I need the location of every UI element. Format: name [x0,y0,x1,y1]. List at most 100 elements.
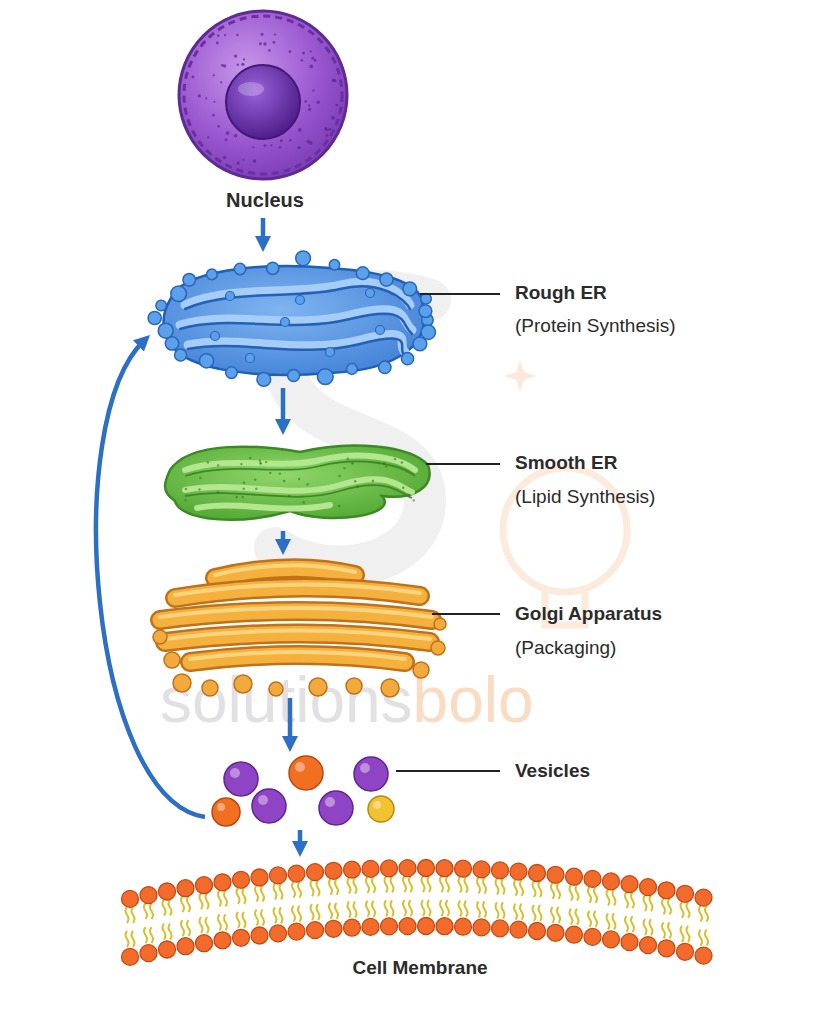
lipid-tail [144,903,147,919]
lipid-tail [274,907,277,923]
flow-arrow [281,388,286,427]
ribosome [183,274,196,287]
cisterna-highlight [190,652,405,659]
chromatin-dot [316,101,320,105]
lipid-tail [144,927,147,943]
node-sublabel: (Lipid Synthesis) [515,485,655,509]
er-dot [249,457,251,459]
er-dot [217,491,219,493]
golgi-vesicle [164,652,180,668]
cell-membrane: Cell Membrane [120,860,720,985]
er-dot [265,461,267,463]
ribosome [356,267,369,280]
phospholipid-head [529,923,546,940]
lipid-tail [335,879,338,895]
chromatin-dot [331,116,335,120]
phospholipid-head [196,935,213,952]
ribosome [379,361,391,373]
er-dot [401,461,403,463]
lipid-tail [631,892,634,908]
er-dot [354,480,356,482]
rough-er: Rough ER(Protein Synthesis) [150,255,440,385]
lipid-tail [446,900,449,916]
lipid-tail [625,892,628,908]
ribosome [211,332,220,341]
phospholipid-head [455,918,472,935]
lipid-tail [317,904,320,920]
lipid-tail [496,878,499,894]
phospholipid-head [603,931,620,948]
chromatin-dot [301,59,303,61]
lipid-bilayer [122,860,713,966]
leader-line [426,463,500,465]
node-label: Golgi Apparatus [515,602,662,626]
highlight [230,768,240,778]
er-dot [343,467,345,469]
ribosome [158,323,173,338]
chromatin-dot [243,58,245,60]
lipid-tail [699,930,702,946]
vesicle-highlights [217,762,381,811]
lipid-tail [243,888,246,904]
lipid-tail [613,889,616,905]
lipid-tail [150,903,153,919]
phospholipid-head [159,883,176,900]
lipid-tail [169,924,172,940]
lipid-tail [169,900,172,916]
ribosome [347,364,358,375]
lipid-tail [317,880,320,896]
er-dot [242,496,244,498]
chromatin-dot [217,35,220,38]
highlight [360,763,370,773]
lipid-tail [477,877,480,893]
er-dot [413,499,415,501]
chromatin-dot [221,64,224,67]
flow-arrow [281,531,286,547]
phospholipid-head [344,919,361,936]
phospholipid-head [566,868,583,885]
er-dot [402,487,404,489]
lipid-tail [391,876,394,892]
lipid-tail [126,931,129,947]
lipid-tail [705,930,708,946]
watermark: solutionsbolo [160,668,534,732]
chromatin-dot [332,79,335,82]
phospholipid-head [325,920,342,937]
lipid-tail [539,881,542,897]
phospholipid-head [270,867,287,884]
ribosome [296,296,305,305]
chromatin-dot [325,127,327,129]
chromatin-dot [263,144,266,147]
golgi-vesicle [202,680,218,696]
lipid-tail [243,912,246,928]
chromatin-dot [191,76,194,79]
ribosome [288,370,300,382]
recycle-arrow [96,341,205,818]
chromatin-dot [328,128,331,131]
lipid-tail [570,885,573,901]
lipid-tail [372,901,375,917]
chromatin-dot [216,42,219,45]
chromatin-dot [261,33,264,36]
er-tubule-line [185,485,412,498]
ribosome [413,337,427,351]
er-dot [357,485,359,487]
er-dot [217,464,219,466]
lipid-tail [292,882,295,898]
lipid-tail [576,909,579,925]
golgi-vesicle [413,662,429,678]
er-dot [240,463,242,465]
lipid-tail [132,931,135,947]
phospholipid-head [399,918,416,935]
lipid-tail [668,922,671,938]
lipid-tail [514,880,517,896]
chromatin-dot [274,34,276,36]
chromatin-dot [223,156,226,159]
lipid-tail [292,906,295,922]
lipid-tail [255,910,258,926]
lipid-tail [224,890,227,906]
lipid-tail [280,907,283,923]
phospholipid-head [455,860,472,877]
lipid-tail [311,880,314,896]
er-dot [338,475,340,477]
